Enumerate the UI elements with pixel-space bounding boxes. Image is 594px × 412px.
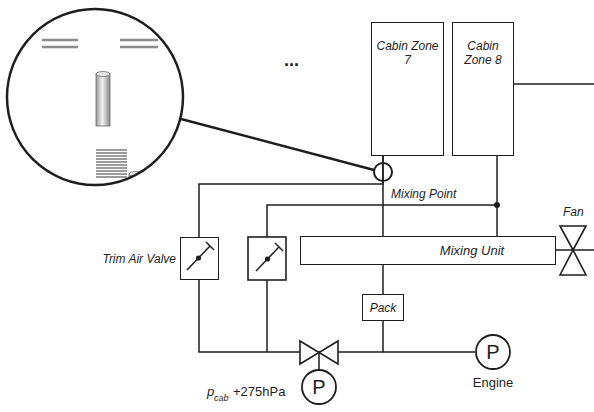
- trim-air-valve: [248, 237, 286, 280]
- fan-label: Fan: [563, 205, 584, 220]
- duct-line: [556, 249, 594, 251]
- circle-shape: [302, 370, 336, 404]
- cabin-zone: Cabin Zone 8: [452, 22, 514, 156]
- mixing-unit: Mixing Unit: [300, 236, 556, 265]
- valve-label: Trim Air Valve: [102, 252, 176, 266]
- valve-flap: [187, 246, 210, 270]
- duct-connector: [199, 280, 319, 369]
- leader-line: [181, 119, 374, 170]
- zone-label: Cabin Zone 7: [375, 39, 440, 67]
- pressure-symbol: p: [207, 384, 214, 400]
- valve-symbol: [256, 243, 283, 271]
- valve-pivot: [265, 256, 270, 261]
- duct-connector: [496, 156, 498, 236]
- duct-connector: [199, 156, 383, 237]
- circle-symbol: P: [301, 369, 337, 405]
- box-label: Pack: [370, 301, 397, 315]
- circle-shape: [476, 335, 510, 369]
- duct-connector: [383, 321, 475, 352]
- fan-symbol: [560, 250, 586, 275]
- duct-connector: [382, 265, 384, 294]
- mixing-point-circle: [374, 163, 392, 181]
- duct-line: [514, 83, 594, 85]
- zone-label: Cabin Zone 8: [456, 39, 510, 67]
- fan-symbol: [560, 226, 586, 250]
- engine-source: PEngine: [475, 334, 511, 370]
- mixing-point-label: Mixing Point: [390, 187, 457, 202]
- cylinder: [96, 74, 110, 126]
- trim-air-valve: Trim Air Valve: [180, 237, 219, 280]
- ellipsis: ...: [284, 50, 299, 71]
- pressure-source: P: [301, 369, 337, 405]
- duct-line: [120, 39, 158, 42]
- pressure-value: +275hPa: [233, 384, 285, 400]
- cabin-zone: Cabin Zone 7: [371, 22, 444, 156]
- zoom-circle: [7, 9, 183, 185]
- duct-line: [120, 46, 158, 49]
- zoom-ground: [7, 9, 183, 185]
- duct-line: [42, 39, 78, 42]
- circle-symbol: P: [475, 334, 511, 370]
- duct-line: [267, 205, 497, 237]
- valve-symbol: [300, 341, 319, 364]
- box-label: Mixing Unit: [440, 244, 504, 258]
- cylinder: [129, 174, 144, 224]
- valve-symbol: [319, 341, 338, 364]
- cylinder-top: [96, 72, 110, 77]
- duct-line: [42, 46, 78, 49]
- grid-stack: [96, 150, 127, 177]
- zoom-detail: [42, 40, 158, 224]
- valve-pivot: [196, 256, 201, 261]
- junction-dot: [494, 202, 500, 208]
- valve-flap: [206, 242, 214, 250]
- source-label: Engine: [473, 376, 513, 390]
- pack-box: Pack: [362, 294, 404, 321]
- valve-symbol: [179, 236, 218, 279]
- duct-line: [266, 280, 268, 352]
- pressure-subscript: cab: [214, 392, 229, 404]
